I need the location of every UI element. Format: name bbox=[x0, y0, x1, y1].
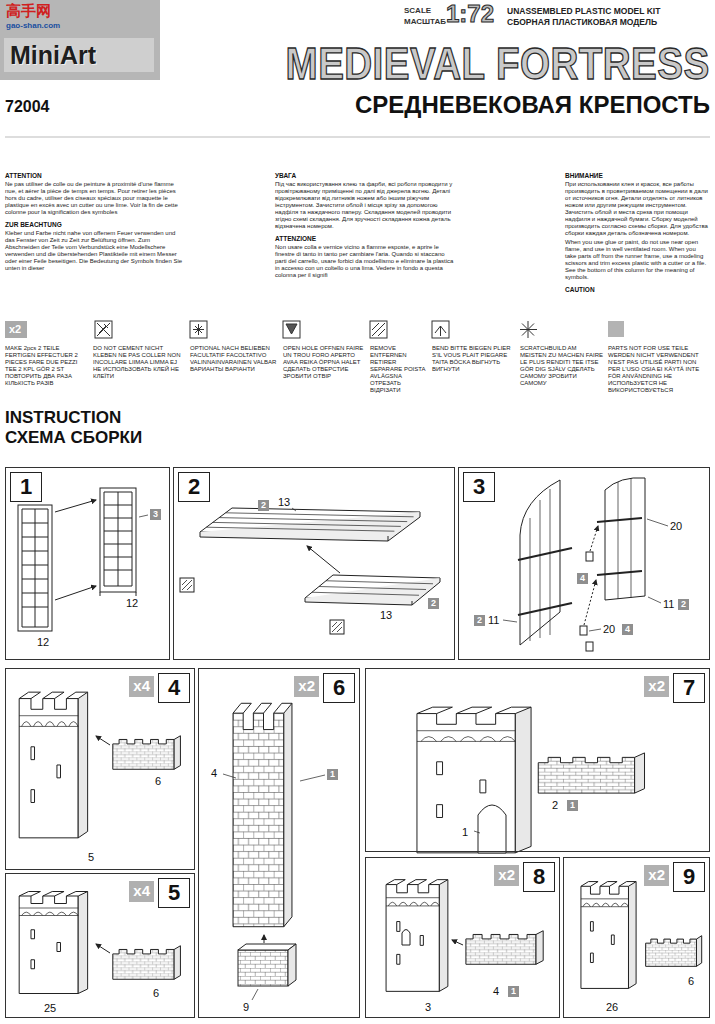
kit-caption: UNASSEMBLED PLASTIC MODEL KIT bbox=[507, 7, 660, 16]
step-number: 6 bbox=[323, 673, 355, 703]
sprue-number: 2 bbox=[474, 615, 485, 626]
warning-text: Kleber und Farbe nicht nahe von offenem … bbox=[5, 230, 183, 272]
callout-number: 20 bbox=[603, 623, 615, 635]
step-number: 8 bbox=[523, 862, 555, 892]
section-heading: INSTRUCTION bbox=[5, 409, 121, 428]
callout-number: 26 bbox=[606, 1001, 618, 1013]
step-panel: 1 bbox=[5, 467, 170, 660]
callout-number: 25 bbox=[44, 1002, 56, 1014]
callout-number: 12 bbox=[37, 636, 49, 648]
warning-text: Ne pas utiliser de colle ou de peinture … bbox=[5, 181, 183, 216]
legend-text: OPEN HOLE OFFNEN FAIRE UN TROU FORO APER… bbox=[283, 345, 365, 380]
callout-number: 1 bbox=[462, 826, 468, 838]
callout-number: 13 bbox=[278, 496, 290, 508]
sprue-number: 3 bbox=[150, 509, 161, 520]
warning-text: Під час використування клею та фарби, вс… bbox=[275, 181, 455, 230]
legend-swatch bbox=[608, 321, 624, 337]
step-panel: 2 bbox=[173, 467, 455, 660]
sprue-number: 1 bbox=[567, 800, 578, 811]
legend-text: PARTS NOT FOR USE TEILE WERDEN NICHT VER… bbox=[608, 345, 708, 394]
kit-title: MEDIEVAL FORTRESS bbox=[286, 42, 710, 86]
quantity-badge: x4 bbox=[129, 676, 154, 697]
callout-number: 11 bbox=[663, 598, 674, 610]
scale-caption: МАСШТАБ bbox=[404, 18, 446, 27]
warning-heading: ATTENTION bbox=[5, 172, 42, 179]
callout-number: 9 bbox=[243, 1001, 249, 1013]
watermark: 高手网 bbox=[6, 3, 51, 20]
symbol-text: x2 bbox=[9, 323, 21, 335]
kit-number: 72004 bbox=[5, 98, 50, 116]
callout-number: 12 bbox=[126, 597, 138, 609]
callout-number: 4 bbox=[211, 767, 217, 779]
step-panel: 3 bbox=[458, 467, 710, 660]
scale-value: 1:72 bbox=[446, 1, 494, 27]
step-panel: x28 bbox=[365, 857, 560, 1018]
callout-number: 5 bbox=[88, 851, 94, 863]
warning-heading: УВАГА bbox=[275, 172, 296, 179]
section-heading: СХЕМА СБОРКИ bbox=[5, 429, 142, 448]
kit-caption: СБОРНАЯ ПЛАСТИКОВАЯ МОДЕЛЬ bbox=[507, 18, 657, 27]
quantity-badge: x4 bbox=[129, 881, 154, 902]
callout-number: 11 bbox=[488, 614, 499, 626]
step-panel: x27 bbox=[365, 668, 710, 852]
step-panel: x29 bbox=[563, 857, 710, 1018]
legend-text: OPTIONAL NACH BELIEBEN FACULTATIF FACOLT… bbox=[190, 345, 278, 373]
sprue-number: 4 bbox=[577, 573, 588, 584]
warning-heading: ATTENZIONE bbox=[275, 235, 316, 242]
legend-text: DO NOT CEMENT NICHT KLEBEN NE PAS COLLER… bbox=[93, 345, 185, 380]
step-number: 9 bbox=[673, 862, 705, 892]
watermark-url: gao-shan.com bbox=[6, 22, 60, 31]
scale-caption: SCALE bbox=[404, 7, 431, 16]
callout-number: 3 bbox=[425, 1001, 431, 1013]
callout-number: 6 bbox=[688, 975, 694, 987]
brand-logo: MiniArt bbox=[10, 42, 96, 70]
sprue-number: 2 bbox=[678, 599, 689, 610]
step-number: 4 bbox=[158, 673, 190, 703]
legend-text: BEND BITTE BIEGEN PLIER S'IL VOUS PLAIT … bbox=[432, 345, 516, 373]
warning-heading: ZUR BEACHTUNG bbox=[5, 221, 62, 228]
legend-text: SCRATCHBUILD AM MEISTEN ZU MACHEN FAIRE … bbox=[520, 345, 604, 387]
step-panel: x26 bbox=[198, 668, 360, 1018]
quantity-badge: x2 bbox=[644, 865, 669, 886]
callout-number: 20 bbox=[670, 520, 682, 532]
sprue-number: 1 bbox=[508, 986, 519, 997]
callout-number: 6 bbox=[153, 987, 159, 999]
quantity-badge: x2 bbox=[494, 865, 519, 886]
step-panel: x44 bbox=[5, 668, 195, 870]
callout-number: 2 bbox=[552, 799, 558, 811]
sprue-number: 4 bbox=[622, 624, 633, 635]
step-panel: x45 bbox=[5, 873, 195, 1018]
sprue-number: 2 bbox=[258, 500, 269, 511]
legend-text: MAKE 2pcs 2 TEILE FERTIGEN EFFECTUER 2 P… bbox=[5, 345, 89, 387]
quantity-badge: x2 bbox=[644, 676, 669, 697]
sprue-number: 1 bbox=[327, 769, 338, 780]
step-number: 2 bbox=[178, 472, 210, 502]
step-number: 7 bbox=[673, 673, 705, 703]
callout-number: 13 bbox=[380, 609, 392, 621]
legend-text: REMOVE ENTFERNEN RETIRER SEPARARE POISTA… bbox=[370, 345, 428, 394]
step-number: 5 bbox=[158, 878, 190, 908]
warning-text: Non usare colla e vernice vicino a flamm… bbox=[275, 244, 455, 279]
callout-number: 6 bbox=[155, 775, 161, 787]
warning-text: При использовании клея и красок, все раб… bbox=[565, 181, 708, 237]
warning-heading: ВНИМАНИЕ bbox=[565, 172, 603, 179]
sprue-number: 2 bbox=[428, 598, 439, 609]
quantity-badge: x2 bbox=[294, 676, 319, 697]
callout-number: 4 bbox=[493, 985, 499, 997]
kit-subtitle: СРЕДНЕВЕКОВАЯ КРЕПОСТЬ bbox=[355, 92, 710, 118]
warning-heading: CAUTION bbox=[565, 286, 595, 293]
step-number: 3 bbox=[463, 472, 495, 502]
warning-text: When you use glue or paint, do not use n… bbox=[565, 239, 708, 281]
step-number: 1 bbox=[10, 472, 42, 502]
